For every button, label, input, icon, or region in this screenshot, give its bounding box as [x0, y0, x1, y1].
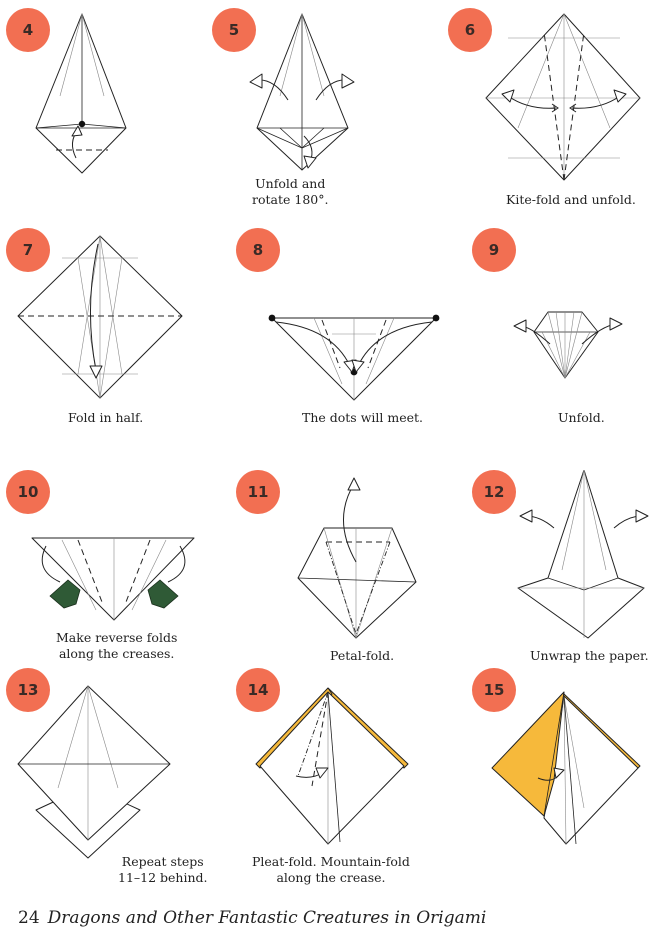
step-7: 7 Fold in half.	[6, 228, 222, 443]
step-caption: The dots will meet.	[302, 410, 423, 426]
step-7-diagram	[17, 235, 183, 399]
step-12: 12 Unwrap the paper.	[472, 470, 650, 685]
step-caption: Unwrap the paper.	[530, 648, 649, 664]
step-8-diagram	[268, 314, 440, 401]
step-10-diagram	[31, 537, 195, 621]
step-12-diagram	[517, 470, 649, 639]
step-caption: Unfold and rotate 180°.	[252, 176, 328, 208]
step-number-badge: 10	[6, 470, 50, 514]
step-13: 13 Repeat steps 11–12 behind.	[6, 668, 222, 886]
step-6-diagram	[485, 13, 641, 181]
step-9: 9 Unfold.	[472, 228, 650, 443]
caption-line: 11–12 behind.	[118, 870, 208, 885]
caption-line: Repeat steps	[121, 854, 204, 869]
page-footer: 24 Dragons and Other Fantastic Creatures …	[18, 908, 486, 928]
step-11-diagram	[297, 477, 417, 639]
step-4: 4	[6, 8, 222, 223]
caption-line: Fold in half.	[68, 410, 144, 425]
step-caption: Make reverse folds along the creases.	[56, 630, 177, 662]
caption-line: Unfold.	[558, 410, 605, 425]
step-number-badge: 8	[236, 228, 280, 272]
caption-line: Make reverse folds	[56, 630, 178, 645]
step-caption: Repeat steps 11–12 behind.	[118, 854, 208, 886]
caption-line: Unfold and	[255, 176, 326, 191]
step-5: 5 Unfold and rotate 180°.	[212, 8, 428, 223]
step-caption: Petal-fold.	[330, 648, 394, 664]
caption-line: Petal-fold.	[330, 648, 395, 663]
caption-line: Pleat-fold. Mountain-fold	[252, 854, 410, 869]
step-number-badge: 7	[6, 228, 50, 272]
book-title: Dragons and Other Fantastic Creatures in…	[47, 908, 487, 928]
caption-line: The dots will meet.	[302, 410, 424, 425]
page-number: 24	[18, 908, 40, 928]
step-number-badge: 4	[6, 8, 50, 52]
step-number-badge: 14	[236, 668, 280, 712]
step-9-diagram	[513, 311, 623, 379]
step-number-badge: 15	[472, 668, 516, 712]
step-15: 15	[472, 668, 650, 883]
caption-line: Unwrap the paper.	[530, 648, 649, 663]
step-4-diagram	[35, 13, 127, 174]
step-caption: Fold in half.	[68, 410, 143, 426]
step-number-badge: 11	[236, 470, 280, 514]
step-11: 11 Petal-fold.	[236, 470, 452, 685]
step-caption: Unfold.	[558, 410, 605, 426]
step-15-diagram	[491, 691, 641, 845]
step-5-diagram	[249, 13, 355, 171]
step-6: 6 Kite-fold and unfold.	[448, 8, 650, 223]
step-14-diagram	[255, 687, 409, 845]
step-caption: Pleat-fold. Mountain-fold along the crea…	[252, 854, 410, 886]
step-10: 10 Make reverse folds along the creases.	[6, 470, 222, 685]
step-14: 14 Pleat-fold. Mountain-fold along the c…	[236, 668, 452, 886]
step-number-badge: 6	[448, 8, 492, 52]
step-caption: Kite-fold and unfold.	[506, 192, 636, 208]
step-13-diagram	[17, 685, 171, 859]
caption-line: Kite-fold and unfold.	[506, 192, 636, 207]
step-number-badge: 12	[472, 470, 516, 514]
step-number-badge: 13	[6, 668, 50, 712]
caption-line: rotate 180°.	[252, 192, 329, 207]
step-8: 8 The dots will meet.	[236, 228, 452, 443]
caption-line: along the crease.	[276, 870, 386, 885]
step-number-badge: 9	[472, 228, 516, 272]
step-number-badge: 5	[212, 8, 256, 52]
caption-line: along the creases.	[58, 646, 175, 661]
